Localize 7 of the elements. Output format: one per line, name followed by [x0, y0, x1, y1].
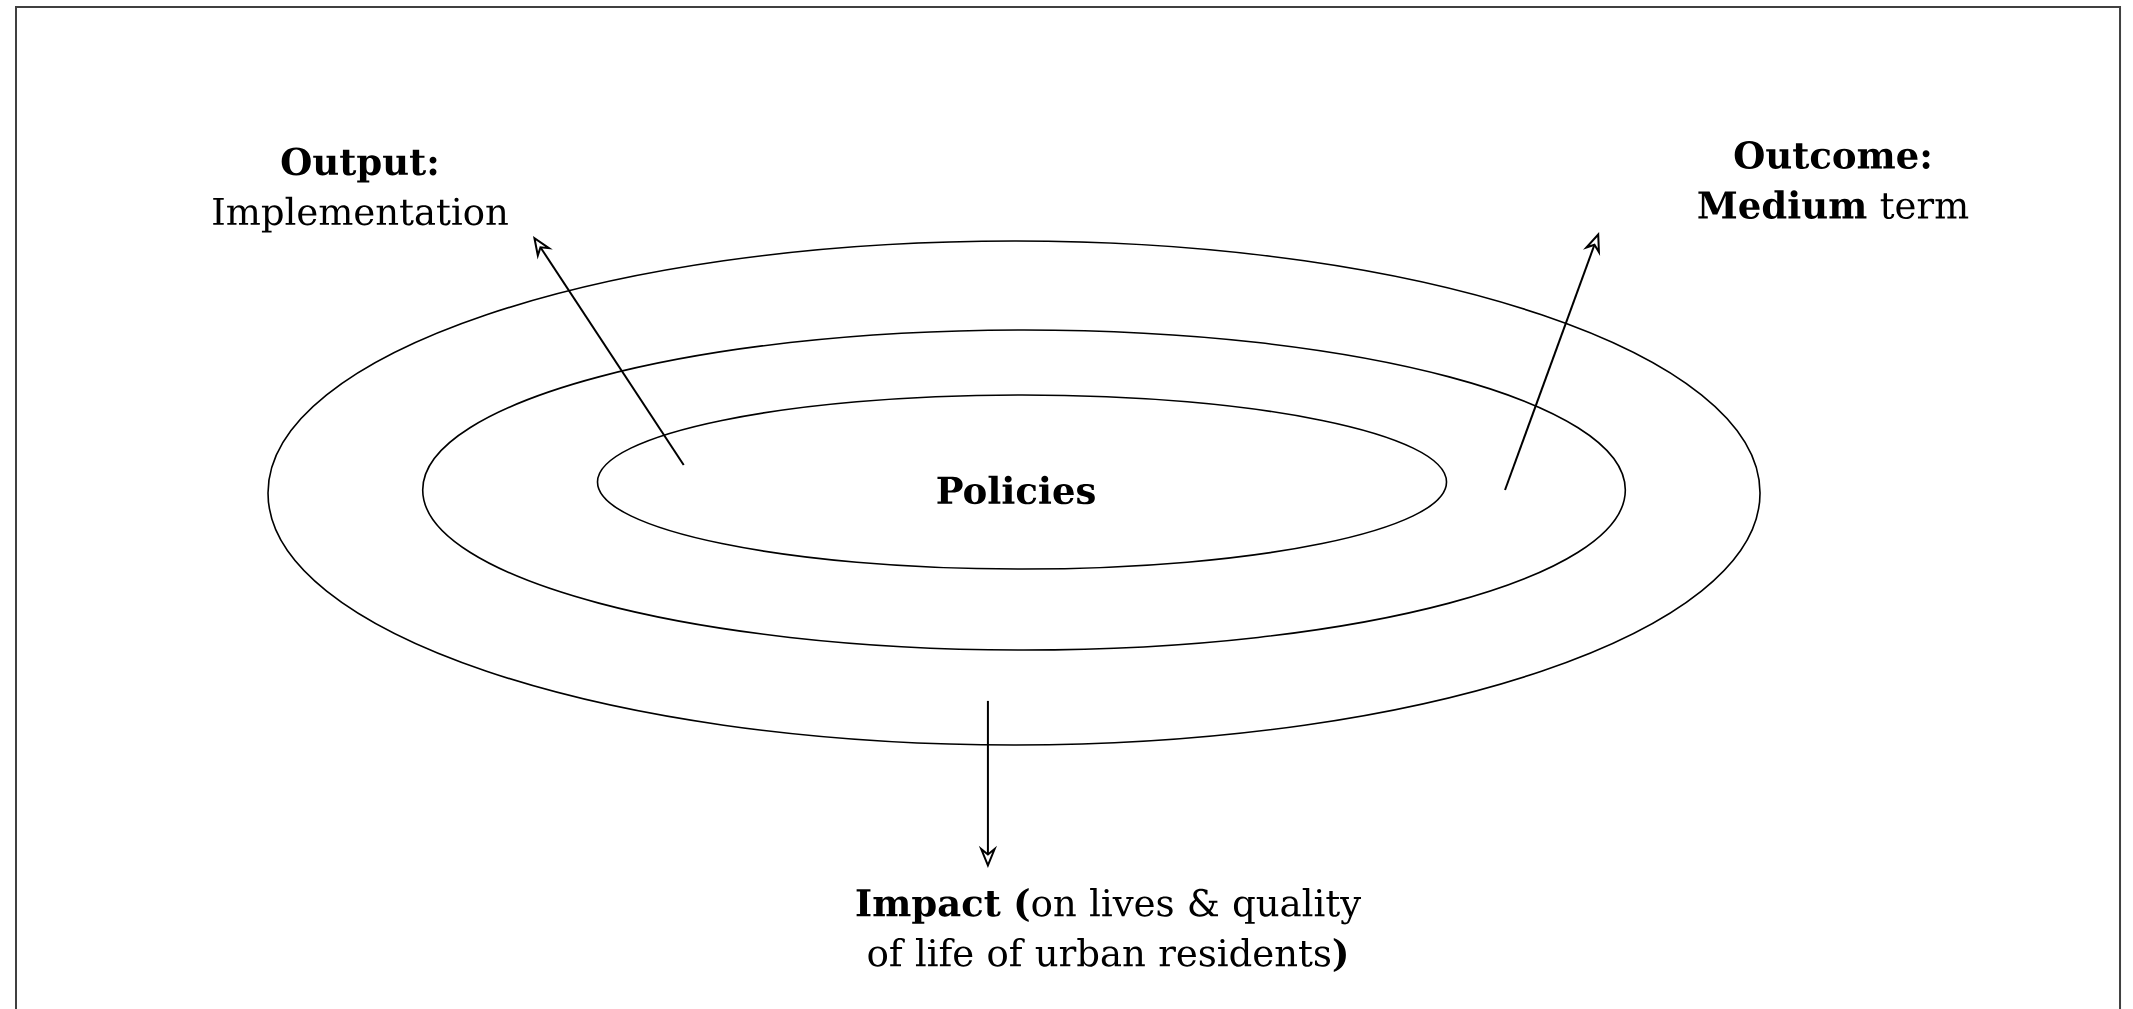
- text-label: Outcome: Medium term: [1698, 141, 1969, 219]
- ellipse: [421, 329, 1627, 651]
- ellipse: [596, 394, 1448, 570]
- policy-label: Policies: [937, 475, 1095, 505]
- text-label: Output: Implementation: [213, 147, 508, 233]
- ellipse: [267, 240, 1761, 746]
- text-label: Impact (on lives & quality of life of urban residents): [856, 888, 1361, 972]
